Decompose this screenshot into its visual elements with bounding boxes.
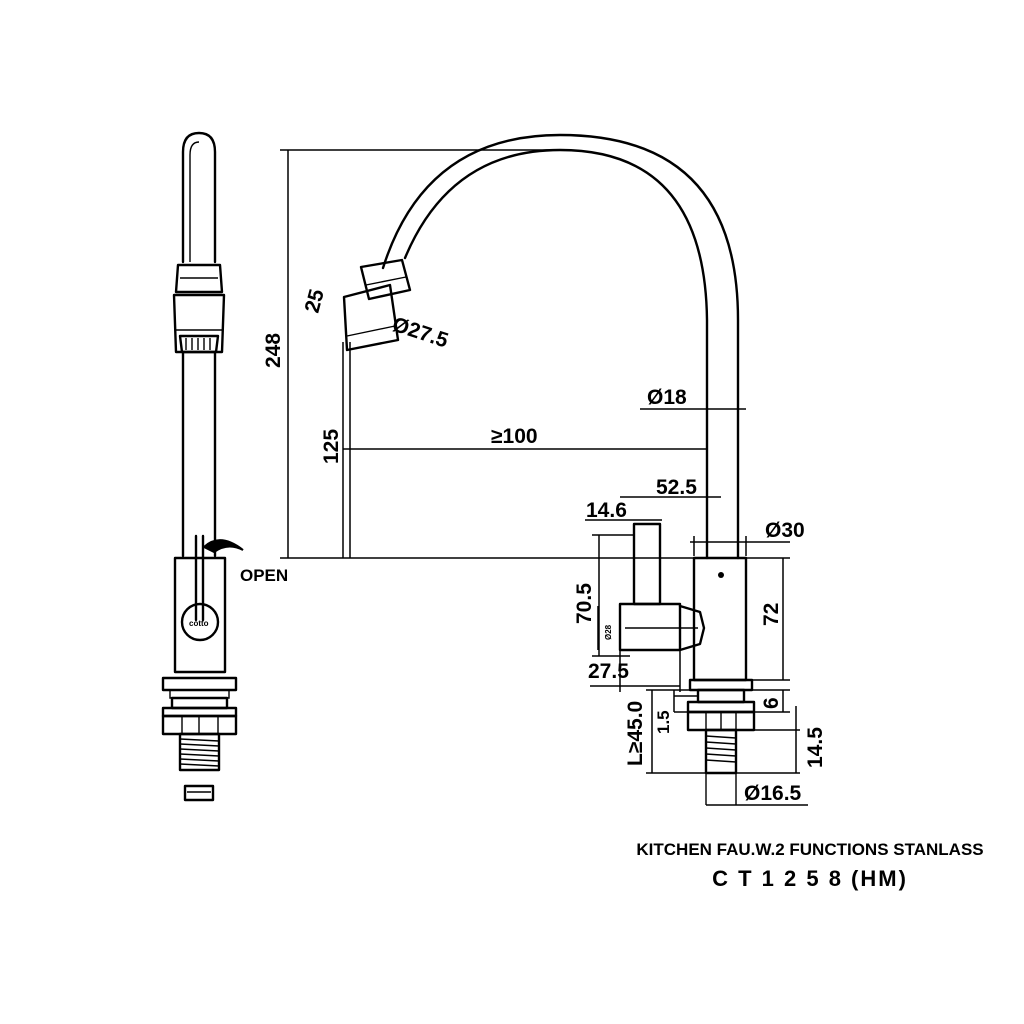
- side-spout-tube: [181, 131, 217, 264]
- dim-1-5: 1.5: [654, 710, 673, 734]
- dim-tube-diameter: Ø18: [647, 386, 687, 409]
- spout-inner-curve: [381, 133, 740, 560]
- dim-52-5: 52.5: [656, 476, 697, 499]
- dimension-lines: [280, 149, 808, 806]
- side-flange: [161, 676, 238, 692]
- side-hex-nut: [161, 714, 238, 736]
- dim-body-diameter: Ø30: [765, 519, 805, 542]
- dim-lever-diameter: Ø28: [604, 624, 613, 640]
- spout-outer-curve: [403, 148, 709, 560]
- open-label: OPEN: [240, 566, 288, 585]
- dim-14-6: 14.6: [586, 499, 627, 522]
- side-threaded-shank: [178, 732, 221, 772]
- open-arrow-icon: [202, 539, 244, 554]
- brand-mark: cotto: [189, 619, 209, 628]
- dim-248: 248: [262, 333, 285, 368]
- dim-70-5: 70.5: [573, 583, 596, 624]
- dimension-labels: 248 25 Ø27.5 125 ≥100 Ø18 52.5 14.6 Ø30 …: [262, 286, 827, 805]
- side-aerator-head: [172, 293, 226, 354]
- dim-thread-diameter: Ø16.5: [744, 782, 802, 805]
- lever-handle: [632, 522, 662, 606]
- aerator-head: [342, 283, 400, 352]
- side-body: [173, 556, 227, 674]
- dim-14-5: 14.5: [804, 727, 827, 768]
- dim-72: 72: [760, 603, 783, 626]
- dim-25: 25: [301, 286, 329, 315]
- title-line-1: KITCHEN FAU.W.2 FUNCTIONS STANLASS: [636, 840, 984, 859]
- dim-reach: ≥100: [491, 425, 538, 448]
- front-flange: [688, 678, 754, 692]
- side-end-cap: [183, 784, 215, 802]
- side-vertical-tube: [181, 350, 217, 558]
- front-view: [342, 133, 756, 805]
- title-line-2: C T 1 2 5 8 (HM): [712, 866, 908, 891]
- lever-hub: [618, 602, 682, 652]
- dim-6: 6: [760, 697, 783, 709]
- side-aerator-nut: [174, 263, 224, 294]
- aerator-nut: [359, 258, 412, 301]
- side-lever: [194, 534, 205, 622]
- side-view: OPEN cotto: [161, 131, 288, 802]
- dim-125: 125: [320, 429, 343, 464]
- side-lever-knob: [180, 602, 220, 642]
- dim-aerator-diameter: Ø27.5: [389, 313, 451, 353]
- dim-thread-length: L≥45.0: [624, 701, 647, 766]
- dim-27-5: 27.5: [588, 660, 629, 683]
